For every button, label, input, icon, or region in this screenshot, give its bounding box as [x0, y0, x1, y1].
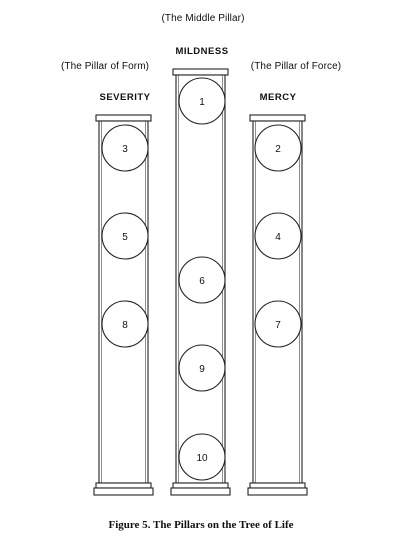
sephirah-7: 7 [254, 300, 302, 348]
sephirah-7-number: 7 [275, 320, 281, 331]
sephirah-6: 6 [178, 256, 226, 304]
sephirah-5-circle [101, 212, 149, 260]
middle-pillar-label: (The Middle Pillar) [161, 13, 245, 24]
sephirah-5: 5 [101, 212, 149, 260]
left-pillar-base [95, 482, 152, 489]
sephirah-5-number: 5 [122, 232, 128, 243]
sephirah-8-number: 8 [122, 320, 128, 331]
sephirah-10: 10 [178, 433, 226, 481]
sephirah-4-circle [254, 212, 302, 260]
sephirah-2-circle [254, 124, 302, 172]
left-pillar-plinth [93, 487, 154, 496]
figure-caption: Figure 5. The Pillars on the Tree of Lif… [108, 519, 294, 531]
right-pillar [247, 114, 308, 496]
sephirah-1-number: 1 [199, 97, 205, 108]
mildness-label: MILDNESS [175, 46, 229, 57]
right-pillar-base [249, 482, 306, 489]
sephirah-10-number: 10 [196, 453, 208, 464]
sephirah-8: 8 [101, 300, 149, 348]
sephirah-3-number: 3 [122, 144, 128, 155]
right-pillar-plinth [247, 487, 308, 496]
sephirah-9-circle [178, 344, 226, 392]
left-pillar-label: (The Pillar of Form) [60, 61, 150, 72]
sephirah-3: 3 [101, 124, 149, 172]
middle-pillar-base [172, 482, 229, 489]
right-pillar-top-cap [249, 114, 306, 122]
sephirah-2: 2 [254, 124, 302, 172]
mercy-label: MERCY [259, 92, 297, 103]
sephirah-9: 9 [178, 344, 226, 392]
sephirah-2-number: 2 [275, 144, 281, 155]
sephirah-3-circle [101, 124, 149, 172]
left-pillar-top-cap [95, 114, 152, 122]
middle-pillar-top-cap [172, 68, 229, 76]
sephirah-1-circle [178, 77, 226, 125]
sephirah-8-circle [101, 300, 149, 348]
sephirah-10-circle [178, 433, 226, 481]
sephirah-6-number: 6 [199, 276, 205, 287]
severity-label: SEVERITY [99, 92, 151, 103]
right-pillar-label: (The Pillar of Force) [250, 61, 342, 72]
sephirah-4-number: 4 [275, 232, 281, 243]
sephirah-7-circle [254, 300, 302, 348]
sephirah-1: 1 [178, 77, 226, 125]
sephirah-9-number: 9 [199, 364, 205, 375]
middle-pillar-plinth [170, 487, 231, 496]
sephirah-4: 4 [254, 212, 302, 260]
sephirah-6-circle [178, 256, 226, 304]
